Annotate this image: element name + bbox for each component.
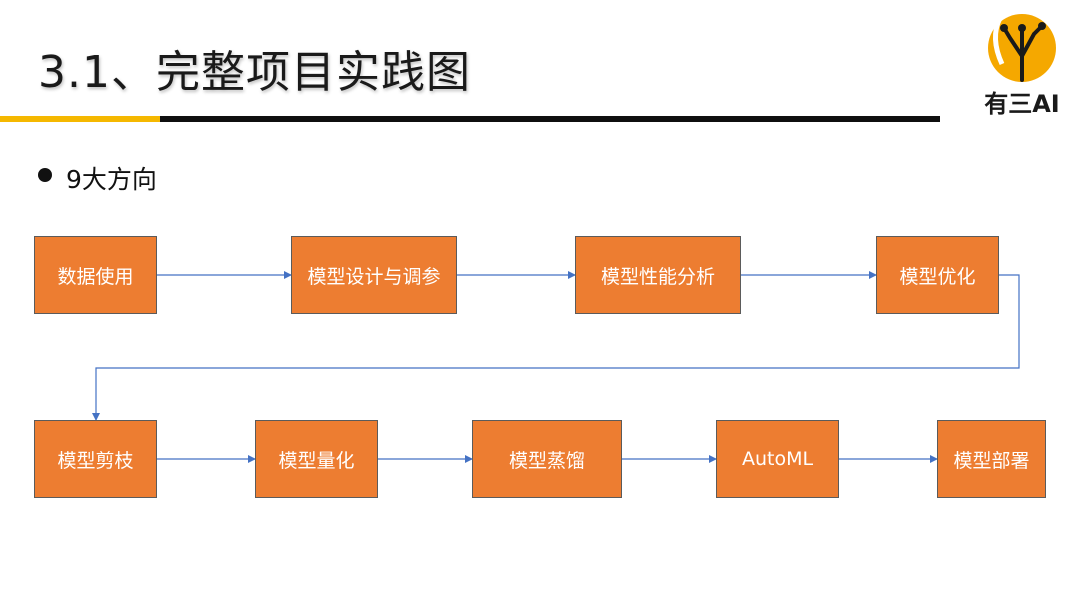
- flow-step-label: AutoML: [741, 448, 814, 470]
- flow-step-3: 模型性能分析: [575, 236, 741, 314]
- brand-logo-text: 有三AI: [984, 90, 1060, 118]
- flow-step-5: 模型剪枝: [34, 420, 157, 498]
- bullet-dot: [38, 168, 52, 182]
- flow-step-label: 模型蒸馏: [508, 449, 585, 472]
- title-underline-accent: [0, 116, 160, 122]
- flow-step-label: 模型部署: [953, 449, 1030, 472]
- flow-step-1: 数据使用: [34, 236, 157, 314]
- flow-arrow-4: [92, 274, 1020, 421]
- flow-step-label: 数据使用: [57, 265, 134, 288]
- flow-step-9: 模型部署: [937, 420, 1046, 498]
- circuit-tree-icon: [988, 14, 1056, 82]
- flow-step-label: 模型优化: [899, 265, 976, 288]
- brand-logo: 有三AI: [980, 8, 1064, 118]
- flow-step-2: 模型设计与调参: [291, 236, 457, 314]
- flow-step-label: 模型设计与调参: [307, 265, 441, 288]
- flow-step-label: 模型剪枝: [57, 449, 134, 472]
- slide-title: 3.1、完整项目实践图: [38, 47, 471, 98]
- flow-step-label: 模型性能分析: [600, 265, 715, 288]
- flow-step-6: 模型量化: [255, 420, 378, 498]
- flow-step-4: 模型优化: [876, 236, 999, 314]
- flow-step-8: AutoML: [716, 420, 839, 498]
- title-underline: [160, 116, 940, 122]
- flow-step-7: 模型蒸馏: [472, 420, 622, 498]
- section-subtitle: 9大方向: [66, 165, 157, 194]
- flow-step-label: 模型量化: [278, 449, 355, 472]
